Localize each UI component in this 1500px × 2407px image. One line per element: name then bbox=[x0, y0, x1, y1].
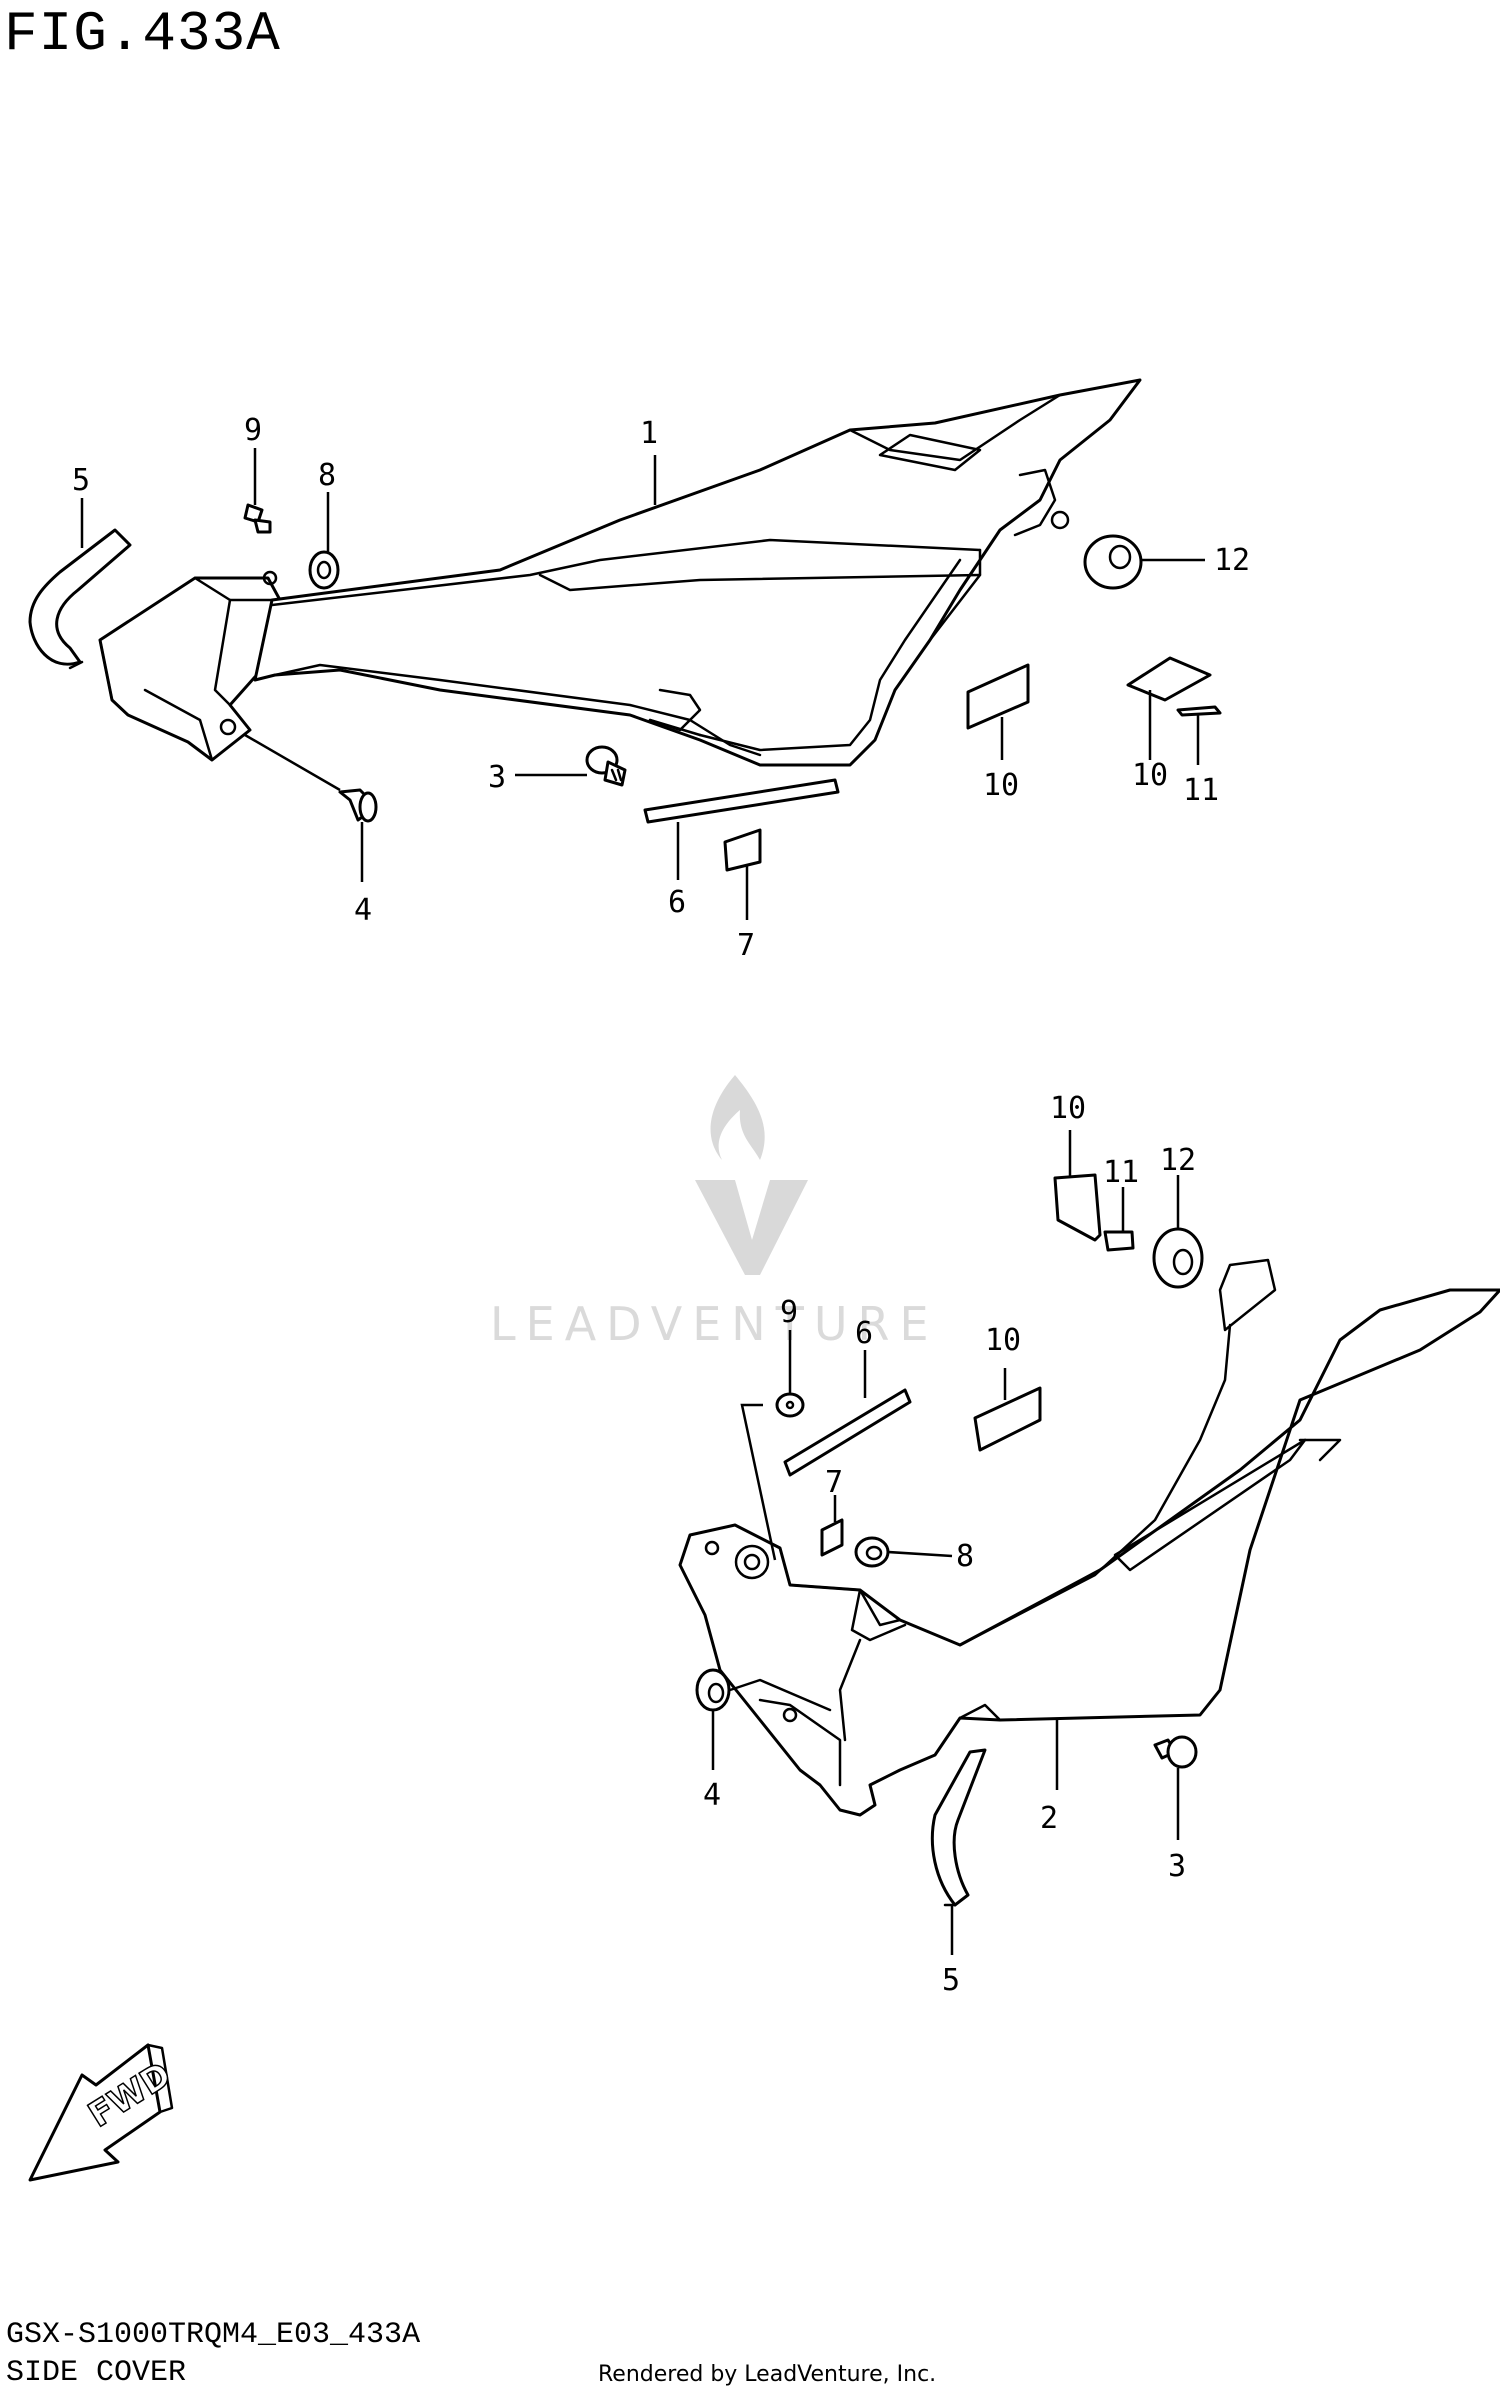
callout-lower-12: 12 bbox=[1160, 1143, 1196, 1178]
callout-upper-4: 4 bbox=[354, 893, 372, 928]
callout-lower-5: 5 bbox=[942, 1963, 960, 1998]
lower-part-4 bbox=[695, 1668, 731, 1712]
callout-lower-10-a: 10 bbox=[1050, 1091, 1086, 1126]
watermark-text: LEADVENTURE bbox=[490, 1297, 939, 1351]
upper-part-10-b bbox=[1126, 656, 1212, 702]
upper-callouts: 1 3 4 5 6 7 8 9 10 10 11 12 bbox=[72, 413, 1250, 963]
callout-lower-3: 3 bbox=[1168, 1849, 1186, 1884]
callout-upper-12: 12 bbox=[1214, 543, 1250, 578]
model-code: GSX-S1000TRQM4_E03_433A bbox=[6, 2318, 421, 2352]
callout-lower-2: 2 bbox=[1040, 1801, 1058, 1836]
figure-name: SIDE COVER bbox=[6, 2356, 187, 2390]
callout-upper-11: 11 bbox=[1183, 773, 1219, 808]
lower-part-12 bbox=[1152, 1227, 1204, 1289]
upper-part-9 bbox=[243, 503, 272, 534]
callout-upper-10-b: 10 bbox=[1132, 758, 1168, 793]
lower-part-7 bbox=[820, 1518, 844, 1557]
lower-part-11 bbox=[1103, 1230, 1135, 1252]
callout-lower-7: 7 bbox=[825, 1465, 843, 1500]
callout-upper-5: 5 bbox=[72, 463, 90, 498]
upper-part-11 bbox=[1176, 705, 1222, 717]
lower-part-9 bbox=[775, 1392, 805, 1418]
upper-leader-lines bbox=[80, 448, 1205, 920]
leadventure-watermark: LEADVENTURE bbox=[490, 1075, 939, 1351]
upper-side-cover-part-1 bbox=[98, 378, 1142, 767]
upper-part-10-a bbox=[966, 663, 1030, 730]
fwd-arrow: FWD bbox=[28, 2043, 179, 2182]
upper-part-7 bbox=[723, 828, 762, 872]
callout-upper-7: 7 bbox=[737, 928, 755, 963]
callout-lower-11: 11 bbox=[1103, 1155, 1139, 1190]
lower-side-cover-part-2 bbox=[678, 1258, 1500, 1817]
upper-part-12 bbox=[1083, 534, 1143, 590]
lower-part-3 bbox=[1153, 1735, 1198, 1769]
upper-part-6 bbox=[643, 778, 840, 824]
lower-part-6 bbox=[783, 1388, 912, 1477]
upper-part-4 bbox=[338, 788, 378, 823]
callout-lower-8: 8 bbox=[956, 1539, 974, 1574]
callout-lower-6: 6 bbox=[855, 1316, 873, 1351]
callout-upper-6: 6 bbox=[668, 885, 686, 920]
lower-part-10-b bbox=[973, 1386, 1042, 1452]
upper-part-8 bbox=[308, 550, 340, 590]
callout-lower-9: 9 bbox=[780, 1295, 798, 1330]
render-credit: Rendered by LeadVenture, Inc. bbox=[598, 2362, 937, 2387]
upper-part-3 bbox=[585, 745, 627, 787]
callout-upper-1: 1 bbox=[640, 416, 658, 451]
callout-upper-10-a: 10 bbox=[983, 768, 1019, 803]
callout-lower-10-b: 10 bbox=[985, 1323, 1021, 1358]
callout-lower-4: 4 bbox=[703, 1778, 721, 1813]
callout-upper-9: 9 bbox=[244, 413, 262, 448]
figure-title: FIG.433A bbox=[4, 2, 281, 66]
callout-upper-3: 3 bbox=[488, 760, 506, 795]
upper-part-5 bbox=[28, 528, 132, 670]
lower-part-8 bbox=[854, 1536, 890, 1568]
callout-upper-8: 8 bbox=[318, 458, 336, 493]
lower-part-10-a bbox=[1053, 1173, 1102, 1242]
lower-part-5 bbox=[930, 1748, 987, 1907]
lower-callouts: 2 3 4 5 6 7 8 9 10 10 11 12 bbox=[703, 1091, 1196, 1998]
lower-leader-lines bbox=[711, 1130, 1180, 1955]
